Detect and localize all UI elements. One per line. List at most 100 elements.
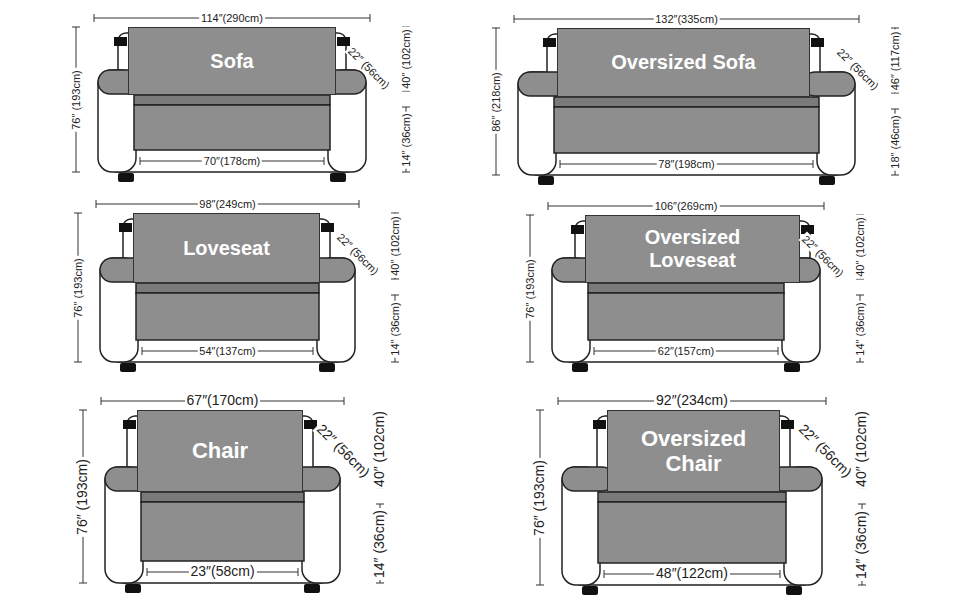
- sofa-leg: [819, 176, 835, 185]
- dimension-label: 40″ (102cm): [372, 409, 387, 489]
- cover-back-panel: Sofa: [128, 27, 336, 95]
- dimension-tick: [526, 362, 534, 363]
- cover-back-panel: Chair: [137, 410, 303, 492]
- dimension-tick: [370, 14, 371, 22]
- seat-cover-top: [141, 492, 304, 502]
- product-size-name: Chair: [192, 438, 248, 463]
- dimension-label: 98″(249cm): [197, 198, 257, 210]
- dimension-tick: [548, 202, 549, 210]
- dimension-tick: [142, 347, 143, 355]
- dimension-tick: [391, 295, 399, 296]
- cover-back-panel: Oversized Loveseat: [585, 215, 800, 283]
- dimension-tick: [824, 202, 825, 210]
- dimension-tick: [94, 14, 95, 22]
- dimension-tick: [492, 28, 500, 29]
- dimension-tick: [780, 570, 781, 578]
- dimension-tick: [298, 568, 299, 576]
- strap: [781, 420, 794, 429]
- dimension-label: 23″(58cm): [188, 564, 256, 579]
- dimension-tick: [72, 172, 80, 173]
- sofa-leg: [538, 176, 554, 185]
- dimension-tick: [891, 175, 899, 176]
- sofa-leg: [786, 586, 802, 595]
- dimension-label: 92″(234cm): [654, 393, 730, 408]
- dimension-tick: [74, 362, 82, 363]
- dimension-label: 70″(178cm): [202, 155, 262, 167]
- seat-cover-front: [136, 293, 319, 340]
- dimension-tick: [858, 585, 866, 586]
- strap: [571, 225, 584, 234]
- sofa-base: [114, 279, 341, 362]
- product-size-name: Oversized Loveseat: [613, 226, 773, 272]
- dimension-tick: [526, 215, 534, 216]
- dimension-label: 86″ (218cm): [490, 70, 502, 134]
- dimension-tick: [858, 504, 866, 505]
- dimension-tick: [359, 200, 360, 208]
- strap: [123, 420, 136, 429]
- product-size-name: Oversized Sofa: [611, 51, 756, 74]
- dimension-tick: [856, 362, 864, 363]
- dimension-label: 14″ (36cm): [400, 111, 412, 168]
- dimension-label: 40″ (102cm): [400, 27, 412, 91]
- strap: [337, 37, 350, 46]
- dimension-label: 14″ (36cm): [854, 300, 866, 357]
- dimension-tick: [96, 200, 97, 208]
- dimension-tick: [536, 585, 544, 586]
- seat-cover-front: [141, 502, 304, 561]
- cover-back-panel: Loveseat: [133, 213, 320, 283]
- dimension-label: 48″(122cm): [654, 566, 730, 581]
- furniture-outline: [536, 397, 866, 595]
- sofa-leg: [784, 363, 800, 372]
- sofa-base: [119, 488, 326, 583]
- dimension-label: 114″(290cm): [199, 12, 265, 24]
- strap: [321, 223, 334, 232]
- dimension-label: 62″(157cm): [656, 345, 716, 357]
- seat-cover-top: [598, 492, 786, 502]
- dimension-tick: [778, 347, 779, 355]
- dimension-tick: [604, 570, 605, 578]
- dimension-label: 76″ (193cm): [524, 257, 536, 321]
- dimension-tick: [891, 93, 899, 94]
- strap: [114, 37, 127, 46]
- dimension-tick: [391, 279, 399, 280]
- strap: [543, 38, 556, 47]
- sofa-leg: [118, 173, 134, 182]
- dimension-tick: [402, 107, 410, 108]
- dimension-tick: [147, 568, 148, 576]
- dimension-label: 76″ (193cm): [532, 458, 547, 538]
- dimension-tick: [376, 504, 384, 505]
- strap: [593, 420, 606, 429]
- sofa-leg: [304, 584, 320, 593]
- dimension-label: 14″ (36cm): [854, 509, 869, 581]
- dimension-tick: [313, 347, 314, 355]
- dimension-label: 14″ (36cm): [372, 508, 387, 580]
- dimension-tick: [536, 410, 544, 411]
- dimension-tick: [813, 160, 814, 168]
- dimension-label: 18″ (46cm): [889, 113, 901, 170]
- dimension-tick: [391, 362, 399, 363]
- sofa-base: [576, 488, 808, 585]
- dimension-tick: [558, 397, 559, 405]
- dimension-label: 67″(170cm): [185, 393, 261, 408]
- strap: [119, 223, 132, 232]
- sofa-leg: [319, 363, 335, 372]
- seat-cover-front: [588, 293, 784, 340]
- dimension-tick: [79, 410, 87, 411]
- dimension-tick: [72, 27, 80, 28]
- dimension-label: 76″ (193cm): [75, 457, 90, 537]
- sofa-base: [532, 93, 841, 175]
- seat-cover-top: [134, 95, 330, 105]
- sofa-base: [566, 279, 806, 362]
- dimension-label: 54″(137cm): [197, 345, 257, 357]
- seat-cover-front: [554, 107, 819, 153]
- dimension-tick: [402, 172, 410, 173]
- dimension-tick: [74, 213, 82, 214]
- furniture-outline: [492, 15, 899, 185]
- arm-cover: [803, 72, 855, 96]
- sofa-leg: [572, 363, 588, 372]
- sofa-leg: [582, 586, 598, 595]
- dimension-tick: [891, 109, 899, 110]
- furniture-outline: [72, 14, 410, 182]
- furniture-outline: [74, 200, 399, 372]
